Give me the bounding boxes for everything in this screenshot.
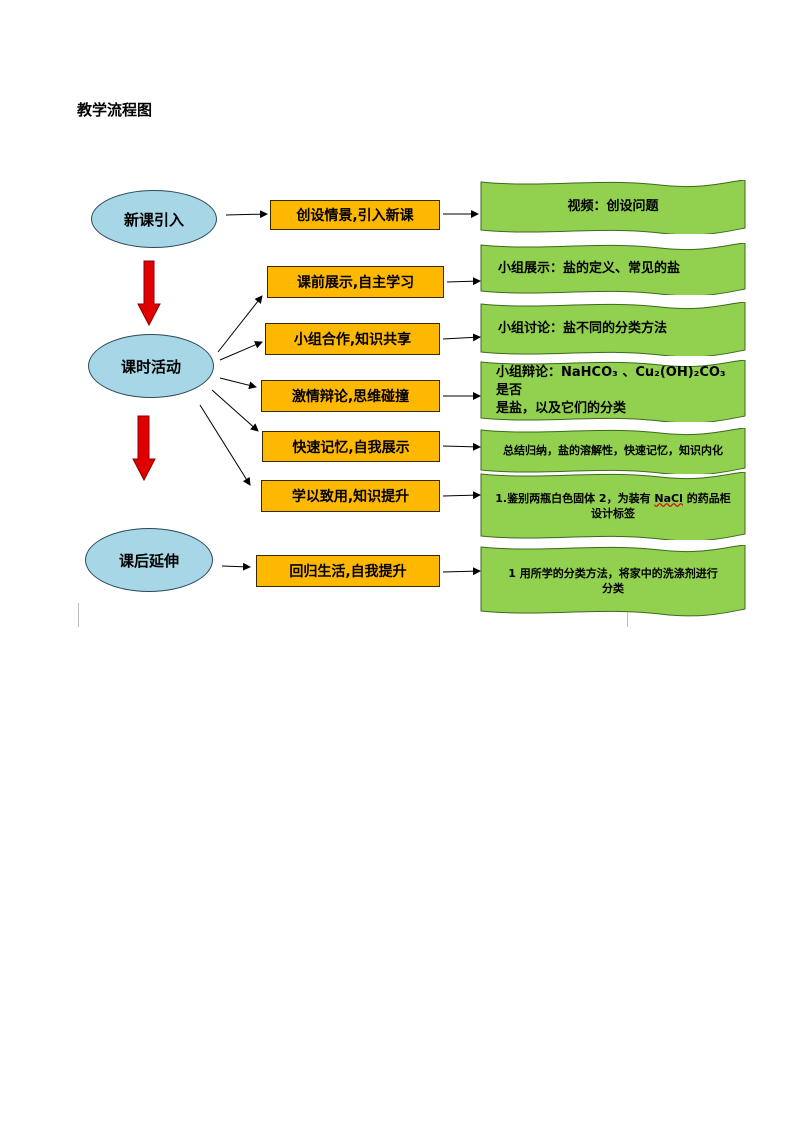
step-label: 课前展示,自主学习 — [296, 275, 415, 291]
outcome-line: 设计标签 — [591, 507, 635, 520]
margin-mark-right — [627, 612, 628, 627]
arrow-stage2-step3 — [219, 341, 263, 361]
arrow-step2-out2 — [446, 277, 481, 286]
stage-arrow-2 — [132, 415, 156, 482]
outcome-line: 1.鉴别两瓶白色固体 2，为装有 NaCl 的药品柜 — [495, 491, 730, 506]
outcome-line: 是盐，以及它们的分类 — [496, 401, 627, 417]
stage-class-activity: 课时活动 — [88, 334, 214, 398]
outcome-box: 1.鉴别两瓶白色固体 2，为装有 NaCl 的药品柜 设计标签 — [480, 472, 746, 540]
step-box: 小组合作,知识共享 — [265, 323, 440, 355]
arrow-step6-out6 — [442, 491, 481, 500]
arrow-stage3-step7 — [221, 562, 251, 571]
margin-mark-left — [78, 603, 79, 627]
step-box: 课前展示,自主学习 — [267, 266, 444, 298]
stage-new-lesson: 新课引入 — [91, 190, 217, 248]
arrow-stage2-step6 — [199, 404, 251, 486]
outcome-text: 1.鉴别两瓶白色固体 2，为装有 NaCl 的药品柜 设计标签 — [480, 472, 746, 540]
outcome-text: 总结归纳，盐的溶解性，快速记忆，知识内化 — [503, 444, 723, 458]
step-label: 快速记忆,自我展示 — [292, 439, 410, 456]
outcome-text: 小组展示：盐的定义、常见的盐 — [498, 260, 681, 276]
step-label: 回归生活,自我提升 — [289, 564, 407, 580]
outcome-text: 小组辩论：NaHCO₃ 、Cu₂(OH)₂CO₃ 是否 是盐，以及它们的分类 — [480, 360, 746, 422]
arrow-stage2-step4 — [219, 377, 257, 390]
step-label: 学以致用,知识提升 — [291, 489, 410, 505]
stage-label: 课后延伸 — [118, 551, 179, 570]
stage-after-class: 课后延伸 — [85, 528, 213, 592]
outcome-box: 1 用所学的分类方法，将家中的洗涤剂进行 分类 — [480, 545, 746, 617]
outcome-fragment: 的药品柜 — [682, 491, 731, 505]
outcome-box: 小组辩论：NaHCO₃ 、Cu₂(OH)₂CO₃ 是否 是盐，以及它们的分类 — [480, 360, 746, 422]
outcome-box: 小组讨论：盐不同的分类方法 — [480, 302, 746, 356]
outcome-box: 小组展示：盐的定义、常见的盐 — [480, 243, 746, 295]
page-title: 教学流程图 — [77, 101, 153, 119]
step-box: 快速记忆,自我展示 — [262, 431, 440, 462]
arrow-step7-out7 — [442, 567, 481, 576]
outcome-box: 视频：创设问题 — [480, 180, 746, 234]
outcome-text: 小组讨论：盐不同的分类方法 — [498, 320, 668, 336]
outcome-text: 视频：创设问题 — [567, 198, 659, 214]
step-box: 创设情景,引入新课 — [270, 200, 440, 230]
stage-arrow-1 — [137, 260, 161, 327]
arrow-stage1-step1 — [225, 210, 268, 219]
outcome-box: 总结归纳，盐的溶解性，快速记忆，知识内化 — [480, 428, 746, 474]
arrow-stage2-step2 — [217, 295, 263, 353]
step-box: 回归生活,自我提升 — [256, 555, 440, 587]
step-label: 创设情景,引入新课 — [296, 208, 414, 224]
outcome-text: 1 用所学的分类方法，将家中的洗涤剂进行 分类 — [480, 545, 746, 617]
step-label: 激情辩论,思维碰撞 — [291, 389, 410, 405]
stage-label: 课时活动 — [120, 357, 181, 376]
arrow-stage2-step5 — [211, 389, 259, 432]
step-box: 激情辩论,思维碰撞 — [261, 380, 440, 412]
arrow-step3-out3 — [442, 333, 481, 342]
outcome-fragment: 1.鉴别两瓶白色固体 2，为装有 — [495, 491, 655, 505]
outcome-line: 小组辩论：NaHCO₃ 、Cu₂(OH)₂CO₃ 是否 — [496, 364, 726, 398]
outcome-fragment-underlined: NaCl — [654, 491, 683, 505]
step-box: 学以致用,知识提升 — [261, 480, 440, 512]
stage-label: 新课引入 — [123, 210, 184, 229]
flow-arrows — [132, 210, 481, 576]
outcome-line: 分类 — [602, 582, 624, 595]
arrow-step5-out5 — [442, 442, 481, 451]
outcome-line: 1 用所学的分类方法，将家中的洗涤剂进行 — [508, 566, 718, 580]
step-label: 小组合作,知识共享 — [293, 332, 412, 348]
